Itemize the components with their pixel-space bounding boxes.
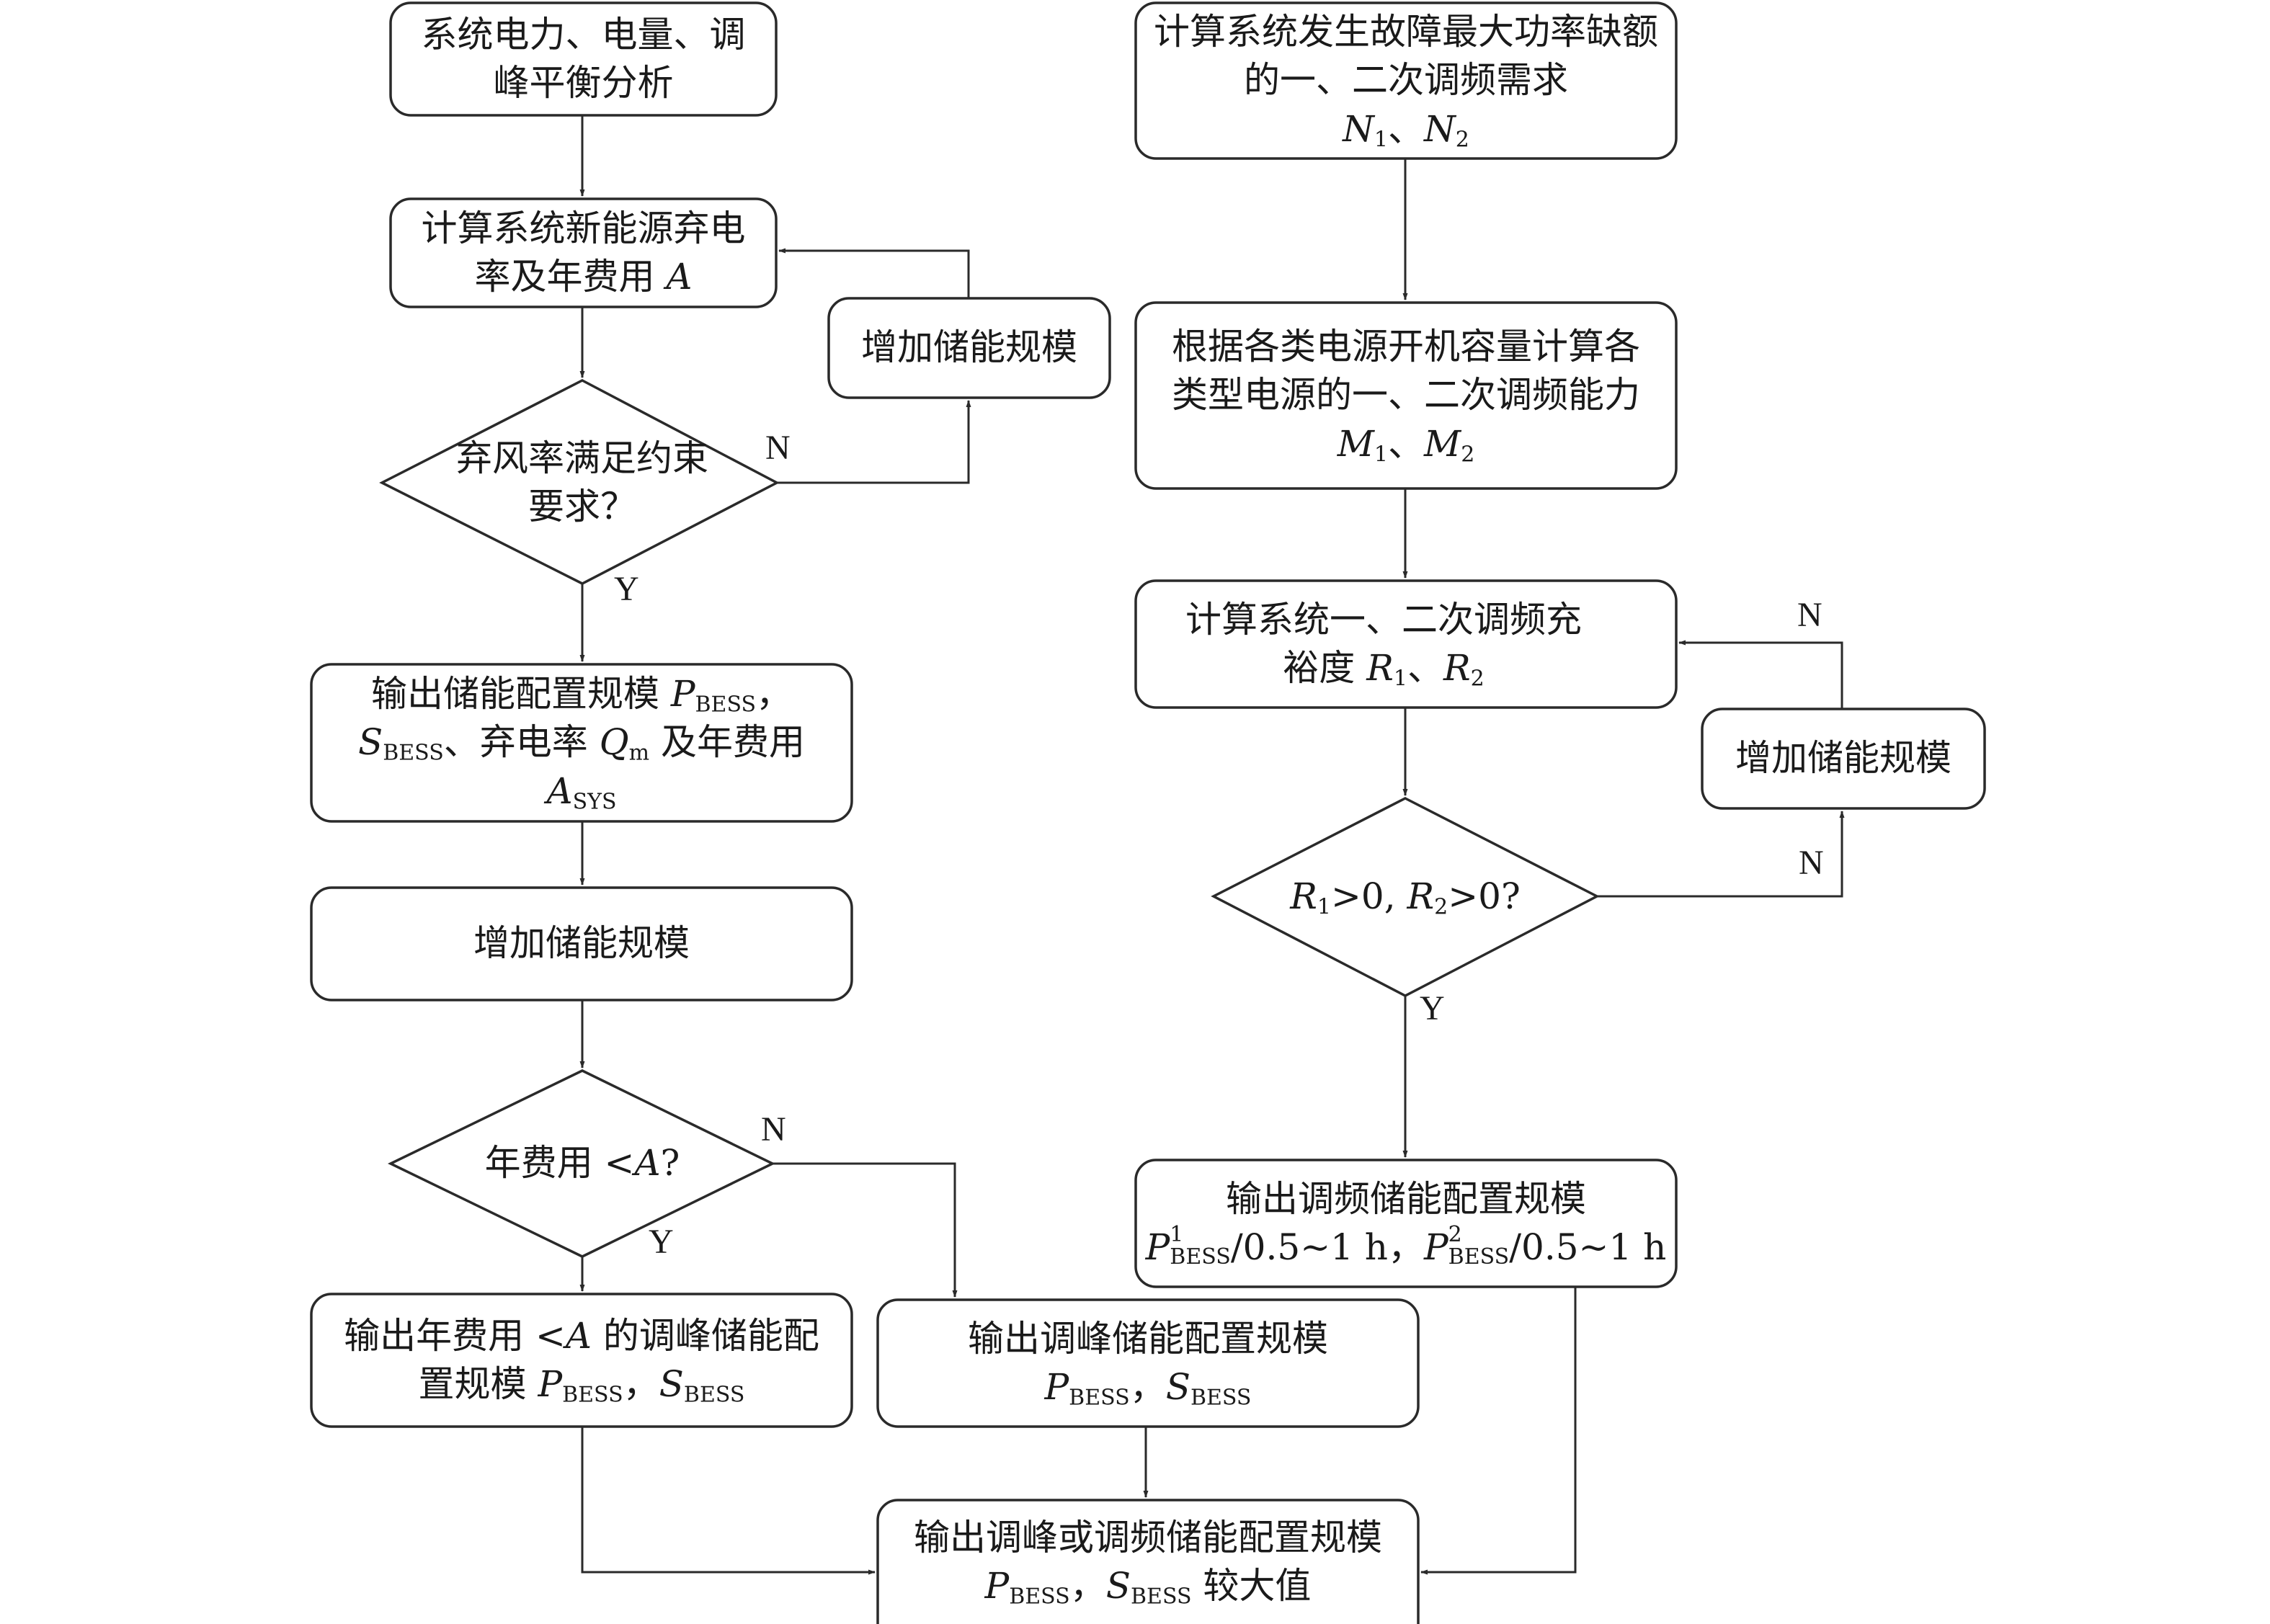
calc-margin-step: 计算系统一、二次调频充裕度 R1、R2 <box>1185 598 1582 692</box>
increase-scale-step-3: 增加储能规模 <box>1702 709 1985 808</box>
box-increase-3 <box>1701 708 1986 810</box>
cost-decision: 年费用 <A? <box>484 1142 680 1184</box>
output-final-text: 输出调峰或调频储能配置规模 <box>914 1516 1382 1558</box>
box-output-peak <box>876 1298 1420 1428</box>
margin-decision-r1: R <box>1290 875 1317 918</box>
output-peak-text: 输出调峰储能配置规模 <box>968 1317 1328 1360</box>
output-cost-step: 输出年费用 <A 的调峰储能配置规模 PBESS，SBESS <box>344 1314 819 1408</box>
output-config-text: 输出储能配置规模 <box>370 672 671 715</box>
label-y-margin: Y <box>1420 989 1445 1027</box>
calc-capacity-text: 根据各类电源开机容量计算各类型电源的一、二次调频能力 <box>1172 325 1640 416</box>
increase-scale-text-3: 增加储能规模 <box>1735 737 1951 780</box>
label-n-margin-top: N <box>1797 596 1822 634</box>
annual-cost-var: A <box>666 256 693 298</box>
label-n-cost: N <box>761 1110 786 1148</box>
calc-fault-text: 计算系统发生故障最大功率缺额的一、二次调频需求 <box>1154 10 1658 102</box>
calc-capacity-step: 根据各类电源开机容量计算各类型电源的一、二次调频能力 M1、M2 <box>1172 325 1640 468</box>
label-y-curtail: Y <box>614 570 639 608</box>
label-n-margin-right: N <box>1799 844 1824 882</box>
box-output-final <box>876 1499 1420 1624</box>
balance-analysis-text: 系统电力、电量、调峰平衡分析 <box>421 13 746 104</box>
output-cost-text: 输出年费用 < <box>344 1314 566 1357</box>
calc-curtail-step: 计算系统新能源弃电率及年费用 A <box>419 199 747 307</box>
increase-scale-text-2: 增加储能规模 <box>473 922 690 965</box>
cost-decision-text: 年费用 < <box>484 1142 635 1184</box>
output-final-step: 输出调峰或调频储能配置规模 PBESS，SBESS 较大值 <box>914 1516 1382 1610</box>
label-y-cost: Y <box>649 1223 674 1261</box>
increase-scale-step-1: 增加储能规模 <box>829 298 1110 398</box>
output-config-step: 输出储能配置规模 PBESS，SBESS、弃电率 Qm 及年费用 ASYS <box>357 672 806 815</box>
output-freq-text: 输出调频储能配置规模 <box>1226 1177 1586 1220</box>
margin-decision: R1>0, R2>0? <box>1290 875 1521 920</box>
balance-analysis-step: 系统电力、电量、调峰平衡分析 <box>419 3 747 115</box>
box-output-freq <box>1134 1159 1678 1288</box>
increase-scale-text-1: 增加储能规模 <box>861 326 1077 369</box>
calc-margin-text: 计算系统一、二次调频充裕度 <box>1185 598 1582 690</box>
label-n-curtail: N <box>765 429 791 467</box>
calc-curtail-text: 计算系统新能源弃电率及年费用 <box>421 207 746 298</box>
increase-scale-step-2: 增加储能规模 <box>311 888 852 1000</box>
curtail-decision: 弃风率满足约束要求？ <box>454 418 711 548</box>
curtail-decision-text: 弃风率满足约束要求？ <box>456 437 708 528</box>
